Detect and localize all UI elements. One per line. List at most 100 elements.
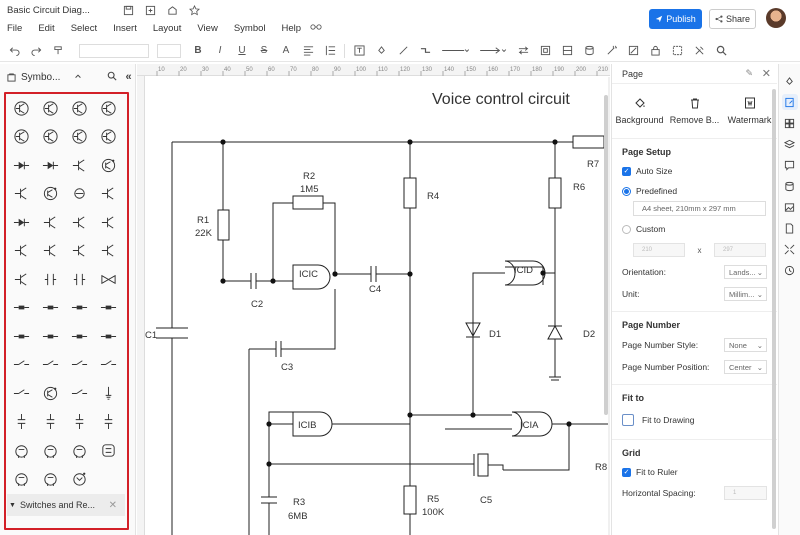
document-title[interactable]: Basic Circuit Diag... — [7, 4, 90, 16]
menu-symbol[interactable]: Symbol — [233, 22, 266, 34]
switch-line-symbol[interactable] — [94, 351, 123, 380]
fit-to-ruler-checkbox[interactable]: ✓Fit to Ruler — [612, 462, 777, 482]
fit-to-drawing-button[interactable]: Fit to Drawing — [612, 407, 777, 433]
capacitor-v-symbol[interactable] — [94, 408, 123, 437]
line-style-select[interactable] — [440, 44, 470, 58]
menu-edit[interactable]: Edit — [38, 22, 55, 34]
transistor-bare-symbol[interactable] — [36, 237, 65, 266]
library-title[interactable]: Symbo... — [21, 71, 61, 83]
database-icon[interactable] — [582, 44, 596, 58]
auto-size-checkbox[interactable]: ✓Auto Size — [612, 161, 777, 181]
fill-panel-icon[interactable] — [782, 73, 798, 89]
height-input[interactable]: 297 — [714, 243, 766, 257]
predefined-radio[interactable]: Predefined — [612, 181, 777, 201]
menu-select[interactable]: Select — [70, 22, 98, 34]
horizontal-spacing-input[interactable]: 1 — [724, 486, 767, 500]
close-category-icon[interactable]: ✕ — [108, 499, 117, 511]
resistor-line-symbol[interactable] — [36, 322, 65, 351]
save-icon[interactable] — [121, 3, 135, 17]
transistor-pnp-symbol[interactable] — [36, 123, 65, 152]
export-icon[interactable] — [143, 3, 157, 17]
transistor-circle-symbol[interactable] — [36, 379, 65, 408]
switch-line-symbol[interactable] — [36, 351, 65, 380]
unit-select[interactable]: Millim...⌄ — [724, 287, 767, 301]
redo-icon[interactable] — [29, 44, 43, 58]
circuit-diagram[interactable]: R1 22K R2 1M5 ICIC C2 C4 C3 C1 R4 R7 R6 … — [145, 77, 608, 535]
diagram-title[interactable]: Voice control circuit — [432, 91, 570, 108]
star-icon[interactable] — [187, 3, 201, 17]
page-number-position-select[interactable]: Center⌄ — [724, 360, 767, 374]
pin-icon[interactable]: ✎ — [745, 68, 753, 78]
comment-icon[interactable] — [782, 157, 798, 173]
connector-icon[interactable] — [418, 44, 432, 58]
transistor-bare-symbol[interactable] — [7, 265, 36, 294]
capacitor-v-symbol[interactable] — [7, 408, 36, 437]
image-icon[interactable] — [782, 199, 798, 215]
line-spacing-icon[interactable] — [323, 44, 337, 58]
group-icon[interactable] — [670, 44, 684, 58]
user-avatar[interactable] — [766, 8, 786, 28]
paper-size-select[interactable]: A4 sheet, 210mm x 297 mm — [633, 201, 766, 216]
line-color-icon[interactable] — [396, 44, 410, 58]
switch-double-symbol[interactable] — [65, 265, 94, 294]
layers-icon[interactable] — [782, 136, 798, 152]
tube-symbol[interactable] — [36, 465, 65, 494]
publish-button[interactable]: Publish — [649, 9, 702, 29]
transistor-bare-symbol[interactable] — [65, 237, 94, 266]
search-icon[interactable] — [714, 44, 728, 58]
align-icon[interactable] — [301, 44, 315, 58]
transistor-bare-symbol[interactable] — [65, 151, 94, 180]
transistor-npn-symbol[interactable] — [65, 94, 94, 123]
share-button[interactable]: Share — [709, 9, 756, 29]
resistor-line-symbol[interactable] — [36, 294, 65, 323]
watermark-button[interactable]: Watermark — [723, 97, 777, 125]
bold-icon[interactable]: B — [194, 45, 202, 56]
transistor-bare-symbol[interactable] — [7, 237, 36, 266]
font-size-select[interactable] — [157, 43, 181, 58]
menu-insert[interactable]: Insert — [113, 22, 137, 34]
transistor-pnp-symbol[interactable] — [94, 94, 123, 123]
resistor-line-symbol[interactable] — [65, 322, 94, 351]
chevron-up-icon[interactable] — [74, 71, 82, 83]
transistor-bare-symbol[interactable] — [94, 237, 123, 266]
bowtie-symbol[interactable] — [94, 265, 123, 294]
library-category-switches[interactable]: ▼ Switches and Re... ✕ — [7, 494, 125, 516]
format-painter-icon[interactable] — [51, 44, 65, 58]
panel-scrollbar[interactable] — [772, 89, 776, 529]
tube-square-symbol[interactable] — [94, 436, 123, 465]
resistor-line-symbol[interactable] — [7, 322, 36, 351]
text-box-icon[interactable] — [352, 44, 366, 58]
undo-icon[interactable] — [7, 44, 21, 58]
capacitor-circle-symbol[interactable] — [65, 180, 94, 209]
menu-help[interactable]: Help — [281, 22, 302, 34]
canvas-scrollbar[interactable] — [604, 95, 608, 415]
transistor-npn-symbol[interactable] — [65, 123, 94, 152]
share-link-icon[interactable] — [165, 3, 179, 17]
collapse-panel-icon[interactable]: « — [125, 71, 132, 83]
resistor-line-symbol[interactable] — [7, 294, 36, 323]
transistor-pnp-symbol[interactable] — [94, 123, 123, 152]
font-color-icon[interactable]: A — [282, 45, 290, 56]
glasses-icon[interactable] — [310, 23, 322, 34]
menu-layout[interactable]: Layout — [152, 22, 182, 34]
tools-icon[interactable] — [692, 44, 706, 58]
resistor-line-symbol[interactable] — [94, 294, 123, 323]
underline-icon[interactable]: U — [238, 45, 246, 56]
lock-icon[interactable] — [648, 44, 662, 58]
copy-style-icon[interactable] — [538, 44, 552, 58]
switch-line-symbol[interactable] — [65, 351, 94, 380]
capacitor-v-symbol[interactable] — [65, 408, 94, 437]
font-family-select[interactable] — [79, 43, 149, 58]
library-search-icon[interactable] — [107, 71, 118, 84]
expand-icon[interactable] — [782, 241, 798, 257]
capacitor-v-symbol[interactable] — [36, 408, 65, 437]
transistor-bare-symbol[interactable] — [36, 208, 65, 237]
strikethrough-icon[interactable]: S — [260, 45, 268, 56]
tube-symbol[interactable] — [7, 465, 36, 494]
arrange-icon[interactable] — [516, 44, 530, 58]
orientation-select[interactable]: Lands...⌄ — [724, 265, 767, 279]
tube-symbol[interactable] — [65, 436, 94, 465]
diode-symbol[interactable] — [36, 151, 65, 180]
menu-view[interactable]: View — [197, 22, 218, 34]
expand-arrow-icon[interactable]: ▼ — [9, 501, 16, 509]
